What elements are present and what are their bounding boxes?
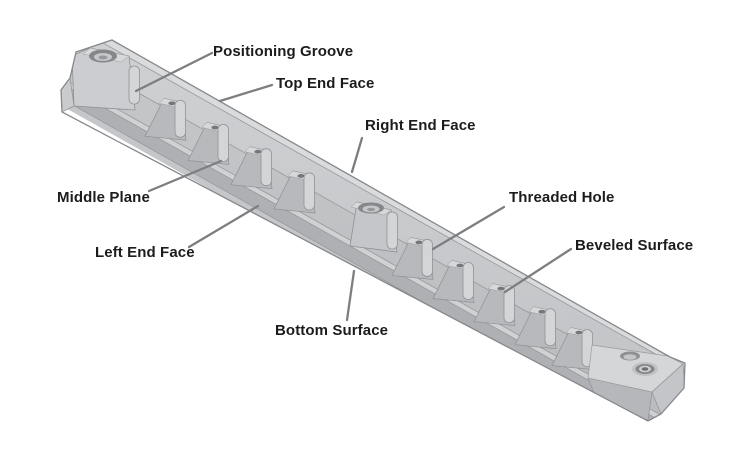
mid-pin: [386, 211, 398, 250]
rail-outline: [60, 39, 686, 422]
tooth-pin: [503, 285, 515, 324]
threaded-hole: [456, 263, 464, 268]
leader-line-middle-plane: [147, 159, 223, 193]
middle-groove-block: [349, 201, 398, 253]
label-positioning-groove: Positioning Groove: [213, 43, 354, 60]
label-left-end-face: Left End Face: [95, 244, 195, 261]
threaded-hole: [497, 286, 505, 291]
leader-line-threaded-hole: [431, 205, 506, 251]
leader-line-beveled-surface: [503, 247, 573, 294]
tooth-pin: [421, 239, 433, 277]
top-strip-face: [61, 40, 685, 405]
tooth-pin: [174, 99, 186, 138]
threaded-hole: [641, 367, 649, 371]
teeth-group: [144, 97, 594, 370]
threaded-hole: [415, 240, 423, 245]
label-middle-plane: Middle Plane: [57, 189, 150, 206]
tooth-pin: [303, 172, 315, 211]
left-end-block: [61, 47, 140, 113]
tooth-pin: [217, 124, 229, 162]
leader-line-left-end-face: [187, 204, 260, 249]
leader-line-right-end-face: [350, 136, 364, 174]
leader-line-positioning-groove: [134, 51, 214, 93]
threaded-hole: [538, 309, 546, 314]
threaded-hole: [297, 174, 305, 178]
label-right-end-face: Right End Face: [365, 117, 476, 134]
label-top-end-face: Top End Face: [276, 75, 375, 92]
threaded-hole: [211, 125, 219, 130]
leader-lines: [134, 51, 573, 322]
label-bottom-surface: Bottom Surface: [275, 322, 389, 339]
end-pin: [128, 65, 140, 105]
label-threaded-hole: Threaded Hole: [509, 189, 615, 206]
tooth-pin: [260, 148, 272, 187]
threaded-hole: [575, 330, 583, 335]
leader-line-top-end-face: [218, 83, 274, 103]
right-end-block: [587, 344, 685, 421]
threaded-hole: [254, 149, 262, 154]
tooth-pin: [544, 308, 556, 347]
tooth-pin: [462, 262, 474, 300]
label-beveled-surface: Beveled Surface: [575, 237, 694, 254]
threaded-hole: [168, 101, 176, 106]
leader-line-bottom-surface: [345, 269, 356, 322]
